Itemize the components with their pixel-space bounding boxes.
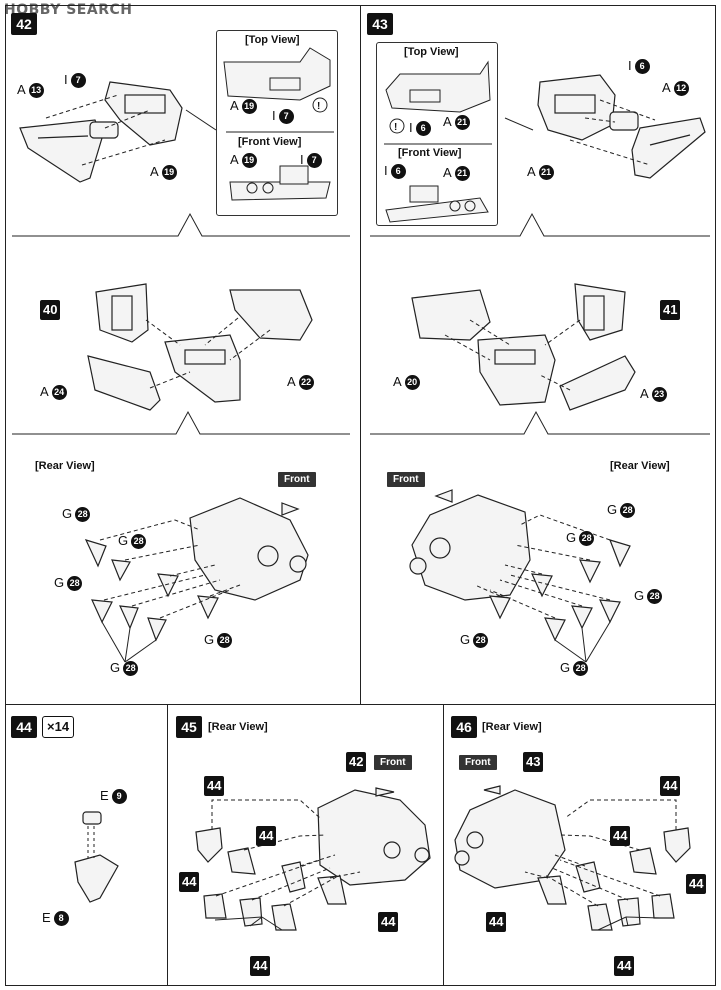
part-44-badge-46c: 44 [686, 874, 707, 894]
part-44-badge-45d: 44 [378, 912, 399, 932]
part-44-badge-46b: 44 [610, 826, 631, 846]
step-42-front-view-label: [Front View] [238, 136, 302, 148]
part-40-badge: 40 [40, 300, 61, 320]
step-46-rear-view-label: [Rear View] [482, 721, 542, 733]
part-44-badge-45e: 44 [250, 956, 271, 976]
subassembly-42-badge: 42 [346, 752, 367, 772]
step-46-front-tag: Front [459, 755, 497, 770]
step-46-number: 46 [451, 716, 477, 738]
part-41-badge: 41 [660, 300, 681, 320]
step-45-front-tag: Front [374, 755, 412, 770]
step-43-number: 43 [367, 13, 393, 35]
step-42-front-tag: Front [278, 472, 316, 487]
step-43-top-view-label: [Top View] [404, 46, 459, 58]
step-45-number: 45 [176, 716, 202, 738]
part-44-badge-45c: 44 [179, 872, 200, 892]
step-43-front-tag: Front [387, 472, 425, 487]
part-44-badge-46a: 44 [660, 776, 681, 796]
step-43-detail-inset [376, 42, 498, 226]
step-45-rear-view-label: [Rear View] [208, 721, 268, 733]
panel-step-46 [443, 704, 716, 986]
part-44-badge-45a: 44 [204, 776, 225, 796]
part-44-badge-46d: 44 [486, 912, 507, 932]
step-44-number: 44 [11, 716, 37, 738]
step-42-top-view-label: [Top View] [245, 34, 300, 46]
step-42-rear-view-label: [Rear View] [35, 460, 95, 472]
step-43-front-view-label: [Front View] [398, 147, 462, 159]
part-44-badge-45b: 44 [256, 826, 277, 846]
subassembly-43-badge: 43 [523, 752, 544, 772]
step-44-multiplier: ×14 [42, 716, 75, 738]
step-43-rear-view-label: [Rear View] [610, 460, 670, 472]
part-44-badge-46e: 44 [614, 956, 635, 976]
step-42-number: 42 [11, 13, 37, 35]
